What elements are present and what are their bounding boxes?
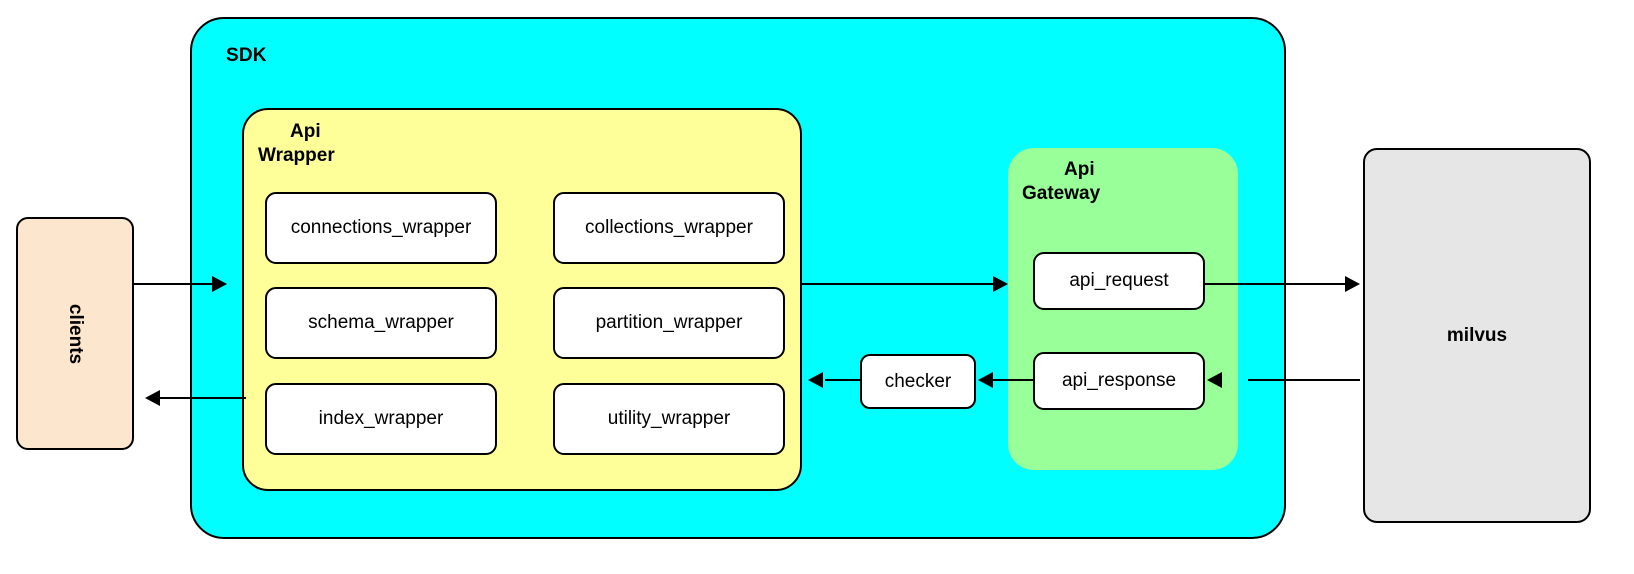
module-label: index_wrapper [318,408,444,429]
module-connections-wrapper[interactable]: connections_wrapper [265,192,497,264]
clients-node[interactable]: clients [16,217,134,450]
module-schema-wrapper[interactable]: schema_wrapper [265,287,497,359]
node-api-response[interactable]: api_response [1033,352,1205,410]
module-label: collections_wrapper [585,217,753,238]
arrowhead-request-to-milvus-icon [1345,276,1360,292]
arrowhead-checker-to-wrapper-icon [808,372,823,388]
clients-label: clients [64,303,86,364]
arrowhead-response-to-checker-icon [978,372,993,388]
connector-response-to-checker [993,379,1035,381]
module-label: connections_wrapper [290,217,472,238]
module-label: utility_wrapper [607,408,731,429]
arrowhead-sdk-to-clients-icon [145,390,160,406]
checker-label: checker [884,370,952,392]
arrowhead-milvus-to-response-icon [1207,372,1222,388]
connector-clients-to-sdk [134,283,218,285]
milvus-node[interactable]: milvus [1363,148,1591,523]
sdk-label: SDK [226,45,267,66]
module-collections-wrapper[interactable]: collections_wrapper [553,192,785,264]
node-label: api_request [1069,270,1169,291]
arrowhead-clients-to-sdk-icon [212,276,227,292]
connector-wrapper-to-gateway [800,283,995,285]
module-label: schema_wrapper [308,312,454,333]
node-api-request[interactable]: api_request [1033,252,1205,310]
milvus-label: milvus [1446,324,1508,346]
checker-node[interactable]: checker [860,354,976,409]
connector-checker-to-wrapper [825,379,860,381]
module-index-wrapper[interactable]: index_wrapper [265,383,497,455]
connector-milvus-to-response [1248,379,1360,381]
api-wrapper-label: Api Wrapper [258,121,335,167]
node-label: api_response [1061,370,1177,391]
connector-request-to-milvus [1205,283,1345,285]
module-label: partition_wrapper [595,312,743,333]
module-partition-wrapper[interactable]: partition_wrapper [553,287,785,359]
api-gateway-label: Api Gateway [1022,159,1101,205]
arrowhead-wrapper-to-gateway-icon [993,276,1008,292]
connector-sdk-to-clients [160,397,246,399]
module-utility-wrapper[interactable]: utility_wrapper [553,383,785,455]
